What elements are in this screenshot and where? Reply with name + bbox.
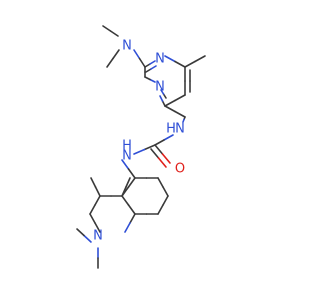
- urea-nh-to-carbonyl-bond-b: [154, 139, 165, 146]
- amine-to-ring-bond-b: [138, 57, 146, 68]
- urea-hydrogen-upper: H: [166, 122, 176, 137]
- methyl-bond-bottom-left-a: [83, 234, 92, 243]
- urea-oxygen: O: [175, 162, 185, 177]
- methyl-bond-top-lower-b: [106, 57, 114, 68]
- aryl-bond-9-a: [127, 204, 136, 215]
- aryl-bond-7-b: [157, 204, 164, 215]
- urea-nh-to-carbonyl-bond-a: [163, 134, 174, 141]
- carbonyl-double-bond-b-a: [150, 148, 160, 159]
- aryl-methyl-bond-2-a: [94, 186, 101, 197]
- ring-bond-c5-c4-a: [174, 94, 186, 102]
- bond-layer: [76, 25, 206, 269]
- pyrimidine-nitrogen-top: N: [155, 52, 165, 67]
- carbonyl-double-bond-a-b: [161, 153, 171, 164]
- ring-methyl-bond-a: [184, 60, 196, 68]
- urea-nitrogen-upper: N: [175, 122, 185, 137]
- aryl-bond-3-a: [94, 195, 101, 206]
- ring-bond-n1-c6-a: [164, 55, 176, 63]
- atom-label-layer: N N N N H N H O N: [93, 39, 185, 244]
- aryl-to-amine-bond-b: [124, 222, 131, 233]
- methylene-bond-a: [164, 105, 176, 113]
- carbonyl-double-bond-a-a: [154, 144, 164, 155]
- ring-bond-n3-c2-b: [144, 76, 151, 81]
- aryl-methyl-bond-b: [125, 177, 131, 188]
- ring-bond-c4-n3-inner-b: [160, 89, 165, 95]
- ring-methyl-bond-b: [194, 55, 206, 63]
- aryl-to-amine-bond-a: [129, 213, 136, 224]
- aryl-bond-1-a: [127, 177, 136, 188]
- aryl-bond-3-b: [89, 204, 96, 215]
- nh-to-aryl-bond-b: [127, 168, 136, 179]
- dimethylamino-nitrogen-top: N: [122, 39, 132, 54]
- carbonyl-to-nh-bond-a: [143, 144, 156, 151]
- methyl-bond-top-lower-a: [112, 49, 120, 60]
- methyl-bond-bottom-left-b: [76, 228, 85, 237]
- urea-nitrogen-lower: N: [122, 149, 132, 164]
- aryl-bond-9-b: [121, 195, 130, 206]
- ring-bond-c2-n1-b: [149, 60, 156, 65]
- ring-bond-c2-n1-a: [144, 63, 151, 68]
- dimethylamino-nitrogen-bottom: N: [93, 229, 103, 244]
- aryl-methyl-bond-2-b: [90, 177, 97, 188]
- amine-to-ring-bond-a: [133, 49, 141, 60]
- ring-bond-c4-n3-b: [159, 95, 164, 102]
- molecule-structure-drawing: N N N N H N H O N: [76, 25, 206, 269]
- aryl-bond-4-b: [94, 222, 101, 233]
- aryl-bond-7-a: [162, 195, 169, 206]
- ring-bond-c2-n1-double-b: [150, 65, 157, 70]
- ring-bond-c5-c4-b: [164, 99, 176, 107]
- carbonyl-to-nh-bond-b: [133, 148, 146, 155]
- aryl-bond-6-b: [162, 186, 169, 197]
- methyl-bond-top-left-a: [109, 30, 119, 37]
- pyrimidine-nitrogen-bottom: N: [155, 80, 165, 95]
- urea-hydrogen-lower: H: [122, 139, 132, 154]
- ring-bond-c4-n3-a: [161, 100, 166, 107]
- nh-to-aryl-bond-a: [121, 159, 130, 170]
- aryl-methyl-bond-a: [121, 186, 127, 197]
- carbonyl-double-bond-b-b: [157, 157, 167, 168]
- methylene-to-nh-bond-b: [182, 118, 185, 123]
- aryl-bond-4-a: [89, 213, 96, 224]
- ring-bond-n3-c2-a: [149, 78, 156, 83]
- ring-bond-n1-c6-b: [174, 60, 186, 68]
- aryl-bond-6-a: [157, 177, 164, 188]
- methylene-bond-b: [174, 110, 186, 118]
- methyl-bond-top-left-b: [102, 25, 112, 32]
- ring-bond-c2-n1-double-a: [145, 68, 152, 73]
